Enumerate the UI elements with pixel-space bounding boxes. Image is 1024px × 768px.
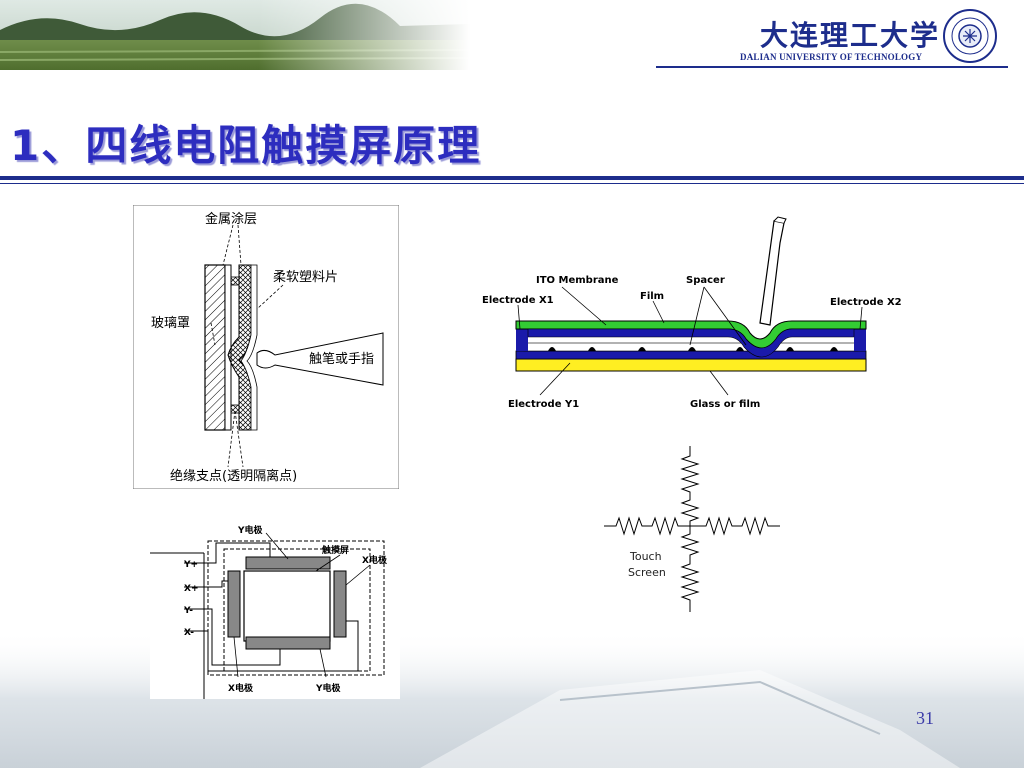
electrode-x2-bar [854,329,866,351]
electrode-x1-bar [516,329,528,351]
label-electrode-x2: Electrode X2 [830,297,902,308]
label-x-electrode-right: X电极 [362,554,388,566]
resistor-network-figure: Touch Screen [604,446,780,612]
y-electrode-bottom [245,636,331,650]
university-logo-text: 大连理工大学 [760,19,941,52]
label-film: Film [640,291,664,302]
label-glass-cover: 玻璃罩 [151,316,190,331]
top-electrode-layer [527,328,855,358]
slide-title: 1、四线电阻触摸屏原理 [10,121,482,170]
label-flexible-plastic: 柔软塑料片 [273,270,338,285]
header-rule [656,66,1008,68]
y-electrode-top [245,556,331,570]
film-coating [240,264,258,431]
title-rule-thin [0,183,1024,184]
header-landscape-photo [0,0,470,70]
label-ito-membrane: ITO Membrane [536,275,619,286]
label-touch: Touch [629,550,662,563]
x-electrode-right [333,570,347,638]
label-y-electrode-top: Y电极 [237,524,264,536]
resistor-horizontal [604,516,780,536]
glass-plate [204,264,226,431]
pin-y-minus: Y- [183,606,193,616]
pin-x-plus: X+ [184,584,198,594]
bottom-electrode-layer [515,350,867,360]
pin-y-plus: Y+ [183,560,198,570]
label-metal-coating: 金属涂层 [205,211,257,227]
title-rule [0,176,1024,180]
page-number: 31 [916,708,934,728]
electrode-layout-figure: Y+ X+ Y- X- Y电极 触摸屏 X电极 X电极 Y电极 [150,521,400,699]
label-x-electrode-bottom: X电极 [228,682,254,694]
label-glass-or-film: Glass or film [690,399,760,410]
glass-coating [224,264,232,431]
touch-panel [243,570,331,642]
label-stylus-or-finger: 触笔或手指 [309,351,374,367]
label-electrode-x1: Electrode X1 [482,295,554,306]
label-electrode-y1: Electrode Y1 [508,399,579,410]
pin-x-minus: X- [184,628,194,638]
spacer-dot [230,276,240,286]
stylus-cone [256,332,384,386]
x-electrode-left [227,570,241,638]
cross-section-figure: ITO Membrane Spacer Film Electrode X1 El… [482,216,902,410]
label-touch-screen: 触摸屏 [321,544,349,556]
layer-structure-figure: 金属涂层 柔软塑料片 玻璃罩 触笔或手指 绝缘支点(透明隔离点) [133,205,399,489]
label-y-electrode-bottom: Y电极 [315,682,342,694]
stylus [759,220,785,326]
label-spacer: Spacer [686,275,725,286]
label-insulating-dots: 绝缘支点(透明隔离点) [170,468,297,484]
university-english-name: DALIAN UNIVERSITY OF TECHNOLOGY [740,52,923,62]
resistor-vertical [680,446,700,612]
spacer-dots [548,347,838,351]
label-screen: Screen [628,566,666,579]
university-seal-icon [943,9,997,63]
